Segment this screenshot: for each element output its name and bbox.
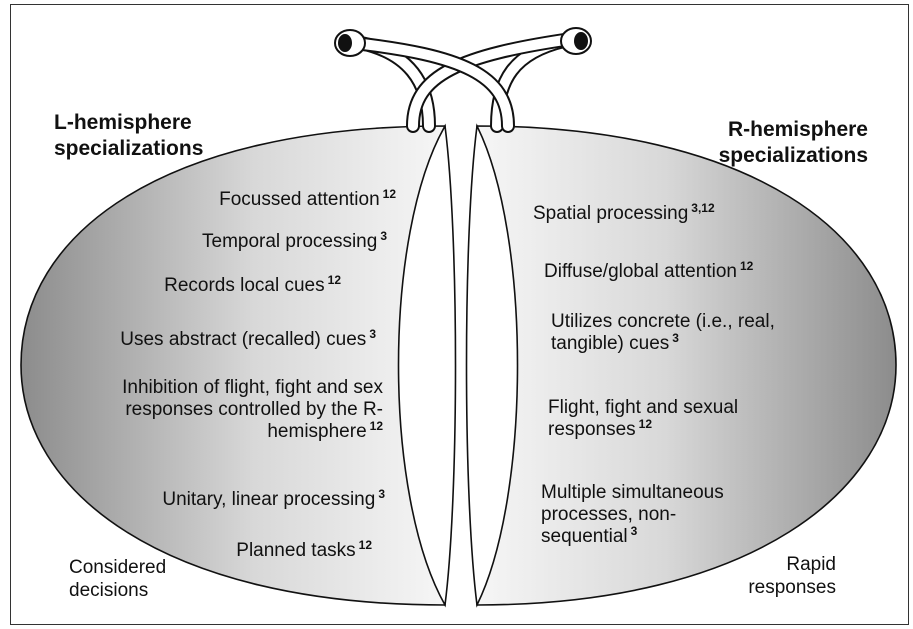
reference-superscript: 3 [672,331,679,345]
corner-line: decisions [69,579,166,602]
item-line: processes, non- [541,504,724,526]
reference-superscript: 12 [370,419,383,433]
right-hemisphere-heading: R-hemisphere specializations [719,117,868,169]
optic-stalks [354,39,571,126]
item-line: Multiple simultaneous [541,482,724,504]
item-text: Multiple simultaneous [541,482,724,503]
reference-superscript: 3 [378,487,385,501]
item-text: Records local cues [164,275,325,296]
left-corner-note: Considered decisions [69,556,166,602]
item-text: responses controlled by the R- [125,399,383,420]
item-line: hemisphere 12 [122,421,383,444]
item-text: tangible) cues [551,333,669,354]
item-text: Unitary, linear processing [162,489,375,510]
item-text: responses [548,419,636,440]
item-text: Inhibition of flight, fight and sex [122,377,383,398]
heading-line: L-hemisphere [54,110,203,136]
eye-icon-left [335,30,365,56]
item-text: Planned tasks [236,540,355,561]
reference-superscript: 3 [380,229,387,243]
item-text: Spatial processing [533,203,688,224]
item-line: Planned tasks 12 [236,540,372,563]
corner-line: Considered [69,556,166,579]
reference-superscript: 12 [359,538,372,552]
item-text: Utilizes concrete (i.e., real, [551,311,775,332]
left-hemisphere-heading: L-hemisphere specializations [54,110,203,162]
item-line: Utilizes concrete (i.e., real, [551,311,775,333]
item-text: Uses abstract (recalled) cues [120,329,366,350]
corner-line: Rapid [748,553,836,576]
reference-superscript: 12 [639,417,652,431]
reference-superscript: 12 [328,273,341,287]
figure-frame: L-hemisphere specializations R-hemispher… [10,4,909,625]
left-item-7: Planned tasks 12 [236,540,372,563]
item-text: processes, non- [541,504,676,525]
reference-superscript: 12 [383,187,396,201]
heading-line: specializations [54,136,203,162]
item-text: sequential [541,526,628,547]
right-item-3: Utilizes concrete (i.e., real,tangible) … [551,311,775,356]
heading-line: specializations [719,143,868,169]
item-text: Focussed attention [219,189,380,210]
reference-superscript: 12 [740,259,753,273]
corner-line: responses [748,576,836,599]
reference-superscript: 3 [369,327,376,341]
item-line: Flight, fight and sexual [548,397,738,419]
brain-diagram [11,5,910,626]
heading-line: R-hemisphere [719,117,868,143]
item-line: Inhibition of flight, fight and sex [122,377,383,399]
reference-superscript: 3,12 [691,201,714,215]
item-line: responses controlled by the R- [122,399,383,421]
eye-icon-right [561,28,591,54]
right-corner-note: Rapid responses [748,553,836,599]
item-text: Flight, fight and sexual [548,397,738,418]
item-text: Temporal processing [202,231,377,252]
reference-superscript: 3 [631,524,638,538]
item-text: hemisphere [267,421,366,442]
item-text: Diffuse/global attention [544,261,737,282]
